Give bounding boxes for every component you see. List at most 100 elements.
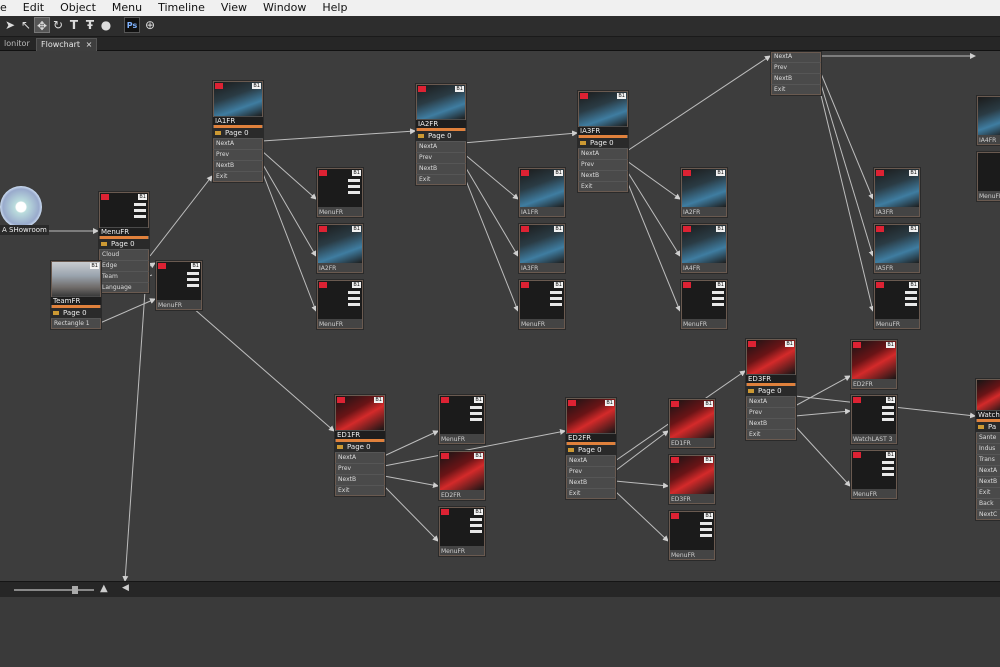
button-row[interactable]: Language bbox=[99, 282, 149, 293]
menu-menu[interactable]: Menu bbox=[111, 1, 143, 14]
node-ref[interactable]: IA4FR bbox=[976, 95, 1000, 146]
button-row[interactable]: Back bbox=[976, 498, 1000, 509]
page-bar[interactable]: Page 0 bbox=[99, 239, 149, 249]
button-row[interactable]: NextA bbox=[578, 148, 628, 159]
button-row[interactable]: Trans bbox=[976, 454, 1000, 465]
button-row[interactable]: Prev bbox=[335, 463, 385, 474]
button-row[interactable]: Prev bbox=[566, 466, 616, 477]
button-row[interactable]: NextB bbox=[746, 418, 796, 429]
button-row[interactable]: Prev bbox=[213, 149, 263, 160]
button-row[interactable]: NextB bbox=[213, 160, 263, 171]
button-row[interactable]: NextA bbox=[746, 396, 796, 407]
page-bar[interactable]: Page 0 bbox=[213, 128, 263, 138]
transform-icon[interactable]: ✥ bbox=[34, 17, 50, 33]
tab-flowchart[interactable]: Flowchart × bbox=[36, 38, 98, 51]
node-ia1fr[interactable]: B1 IA1FR Page 0 NextA Prev NextB Exit bbox=[212, 80, 264, 183]
text-frame-icon[interactable]: Ŧ bbox=[85, 18, 95, 32]
button-row[interactable]: NextA bbox=[335, 452, 385, 463]
button-row[interactable]: NextA bbox=[416, 141, 466, 152]
node-teamfr[interactable]: B1 TeamFR Page 0 Rectangle 1 bbox=[50, 260, 102, 330]
button-row[interactable]: NextB bbox=[578, 170, 628, 181]
button-row[interactable]: Indus bbox=[976, 443, 1000, 454]
scroll-left-icon[interactable]: ◀ bbox=[122, 583, 129, 593]
button-row[interactable]: NextB bbox=[976, 476, 1000, 487]
flowchart-canvas[interactable]: A SHowroom B1 MenuFR Page 0 Cloud Edge T… bbox=[0, 51, 1000, 581]
page-bar[interactable]: Pa bbox=[976, 422, 1000, 432]
button-row[interactable]: Prev bbox=[416, 152, 466, 163]
node-ed3fr[interactable]: B1 ED3FR Page 0 NextA Prev NextB Exit bbox=[745, 338, 797, 441]
node-menufr-ref[interactable]: B1 MenuFR bbox=[155, 260, 203, 311]
button-row[interactable]: Prev bbox=[746, 407, 796, 418]
page-bar[interactable]: Page 0 bbox=[416, 131, 466, 141]
button-row[interactable]: NextB bbox=[566, 477, 616, 488]
button-row[interactable]: Team bbox=[99, 271, 149, 282]
button-row[interactable]: Prev bbox=[771, 62, 821, 73]
ps-icon[interactable]: Ps bbox=[124, 17, 140, 33]
button-row[interactable]: NextA bbox=[213, 138, 263, 149]
menu-edit[interactable]: Edit bbox=[22, 1, 45, 14]
button-row[interactable]: Exit bbox=[771, 84, 821, 95]
button-row[interactable]: Exit bbox=[416, 174, 466, 185]
button-row[interactable]: Exit bbox=[976, 487, 1000, 498]
page-bar[interactable]: Page 0 bbox=[51, 308, 101, 318]
node-ed1fr[interactable]: B1 ED1FR Page 0 NextA Prev NextB Exit bbox=[334, 394, 386, 497]
globe-icon[interactable]: ⊕ bbox=[144, 18, 156, 32]
zoom-slider-track[interactable] bbox=[14, 589, 94, 591]
node-top-right[interactable]: NextA Prev NextB Exit bbox=[770, 51, 822, 96]
page-bar[interactable]: Page 0 bbox=[578, 138, 628, 148]
cd-icon[interactable] bbox=[0, 186, 42, 228]
text-icon[interactable]: T bbox=[69, 18, 79, 32]
button-row[interactable]: NextB bbox=[771, 73, 821, 84]
button-row[interactable]: NextB bbox=[416, 163, 466, 174]
tab-monitor[interactable]: lonitor bbox=[4, 39, 30, 48]
pointer-icon[interactable]: ➤ bbox=[4, 18, 16, 32]
button-row[interactable]: Exit bbox=[213, 171, 263, 182]
pin-icon[interactable]: ● bbox=[100, 18, 112, 32]
node-menufr[interactable]: B1 MenuFR Page 0 Cloud Edge Team Languag… bbox=[98, 191, 150, 294]
zoom-slider-knob[interactable] bbox=[72, 586, 78, 594]
node-ed2fr[interactable]: B1 ED2FR Page 0 NextA Prev NextB Exit bbox=[565, 397, 617, 500]
menu-view[interactable]: View bbox=[220, 1, 248, 14]
node-ia2fr[interactable]: B1 IA2FR Page 0 NextA Prev NextB Exit bbox=[415, 83, 467, 186]
button-row[interactable]: Cloud bbox=[99, 249, 149, 260]
mountain-icon[interactable]: ▲ bbox=[100, 583, 108, 594]
button-row[interactable]: NextC bbox=[976, 509, 1000, 520]
button-row[interactable]: Edge bbox=[99, 260, 149, 271]
button-row[interactable]: Exit bbox=[578, 181, 628, 192]
button-row[interactable]: Prev bbox=[578, 159, 628, 170]
menu-object[interactable]: Object bbox=[60, 1, 96, 14]
button-row[interactable]: NextA bbox=[774, 53, 793, 60]
page-bar[interactable]: Page 0 bbox=[746, 386, 796, 396]
button-row[interactable]: Exit bbox=[566, 488, 616, 499]
menu-timeline[interactable]: Timeline bbox=[158, 1, 205, 14]
page-bar[interactable]: Page 0 bbox=[335, 442, 385, 452]
button-row[interactable]: NextB bbox=[335, 474, 385, 485]
rotate-icon[interactable]: ↻ bbox=[52, 18, 64, 32]
button-row[interactable]: Rectangle 1 bbox=[51, 318, 101, 329]
node-ia3fr[interactable]: B1 IA3FR Page 0 NextA Prev NextB Exit bbox=[577, 90, 629, 193]
button-row[interactable]: Sante bbox=[976, 432, 1000, 443]
menu-file[interactable]: e bbox=[0, 1, 7, 14]
button-row[interactable]: Exit bbox=[335, 485, 385, 496]
button-row[interactable]: NextA bbox=[566, 455, 616, 466]
close-icon[interactable]: × bbox=[85, 40, 93, 49]
button-row[interactable]: NextA bbox=[976, 465, 1000, 476]
